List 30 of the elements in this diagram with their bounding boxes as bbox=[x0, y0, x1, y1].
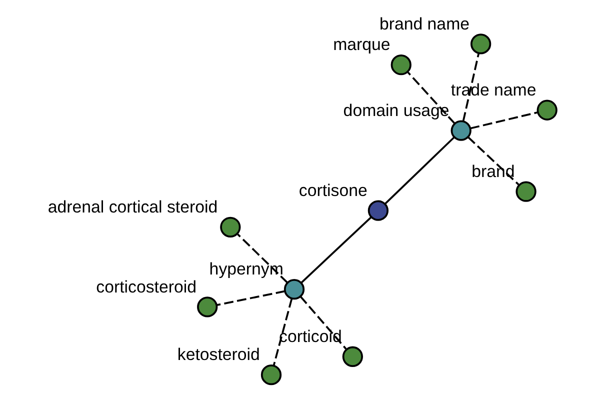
node-circle bbox=[220, 216, 240, 238]
connector bbox=[300, 216, 372, 284]
node-circle bbox=[342, 346, 362, 367]
node-circle bbox=[390, 54, 411, 76]
connector bbox=[470, 111, 538, 130]
node-circle bbox=[536, 100, 557, 120]
node-circle bbox=[367, 200, 388, 221]
node-label: brand name bbox=[378, 14, 470, 34]
connector bbox=[272, 298, 292, 366]
connector bbox=[462, 53, 480, 122]
node-label: corticosteroid bbox=[96, 277, 196, 296]
connector bbox=[466, 136, 519, 186]
connector bbox=[236, 234, 288, 284]
node-label: cortisone bbox=[298, 180, 367, 200]
node-circle bbox=[515, 181, 536, 202]
node-circle bbox=[260, 364, 282, 386]
node-label: corticoid bbox=[278, 326, 342, 346]
node-circle bbox=[470, 34, 491, 54]
connector bbox=[216, 290, 285, 306]
node-circle bbox=[283, 279, 304, 300]
connector bbox=[384, 136, 454, 204]
connector bbox=[299, 296, 346, 350]
node-label: domain usage bbox=[342, 100, 449, 120]
node-circle bbox=[196, 296, 218, 318]
node-label: ketosteroid bbox=[176, 345, 260, 364]
connector bbox=[406, 72, 455, 124]
node-label: marque bbox=[332, 35, 390, 54]
node-label: adrenal cortical steroid bbox=[47, 198, 218, 217]
node-label: hypernym bbox=[208, 260, 283, 279]
node-circle bbox=[450, 120, 471, 141]
